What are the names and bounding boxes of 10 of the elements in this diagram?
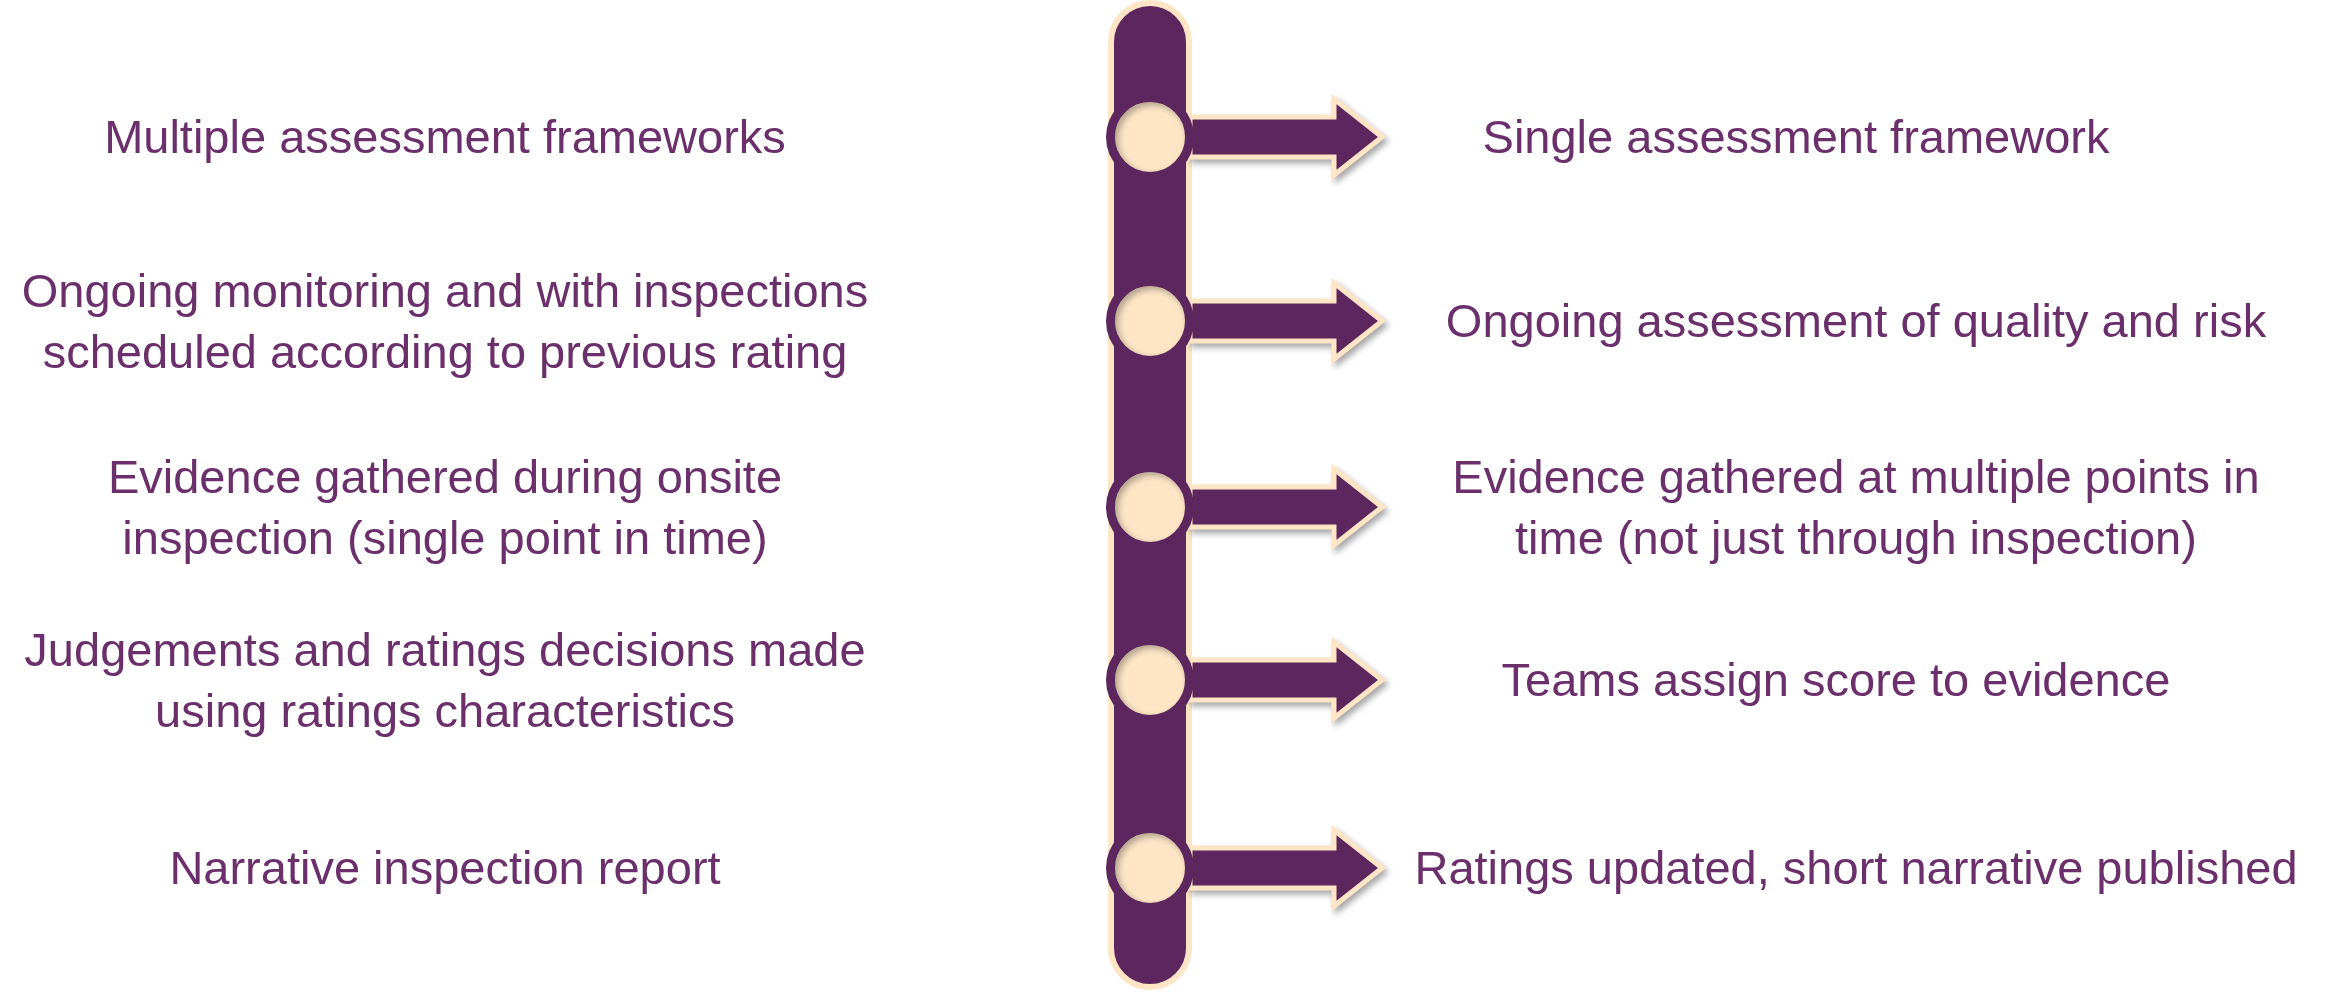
new-approach-text: Ratings updated, short narrative published <box>1414 840 2298 897</box>
old-approach-text: Narrative inspection report <box>169 840 721 897</box>
new-approach-text: Ongoing assessment of quality and risk <box>1445 293 2267 350</box>
new-approach-text: Evidence gathered at multiple points in time (not just through inspection) <box>1451 448 2261 566</box>
old-approach-text: Evidence gathered during onsite inspection (single point in time) <box>106 448 784 566</box>
new-approach-text: Teams assign score to evidence <box>1501 652 2171 709</box>
old-approach-text: Ongoing monitoring and with inspections scheduled according to previous rating <box>20 262 870 380</box>
new-approach-text: Single assessment framework <box>1482 109 2110 166</box>
old-approach-text: Judgements and ratings decisions made using ratings characteristics <box>23 621 867 739</box>
old-approach-text: Multiple assessment frameworks <box>104 109 786 166</box>
